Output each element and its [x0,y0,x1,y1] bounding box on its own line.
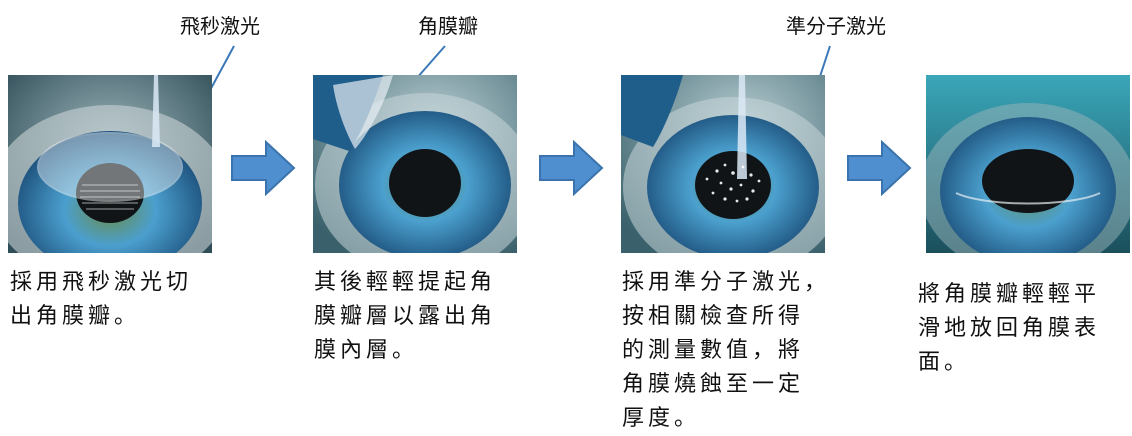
caption-line: 其後輕輕提起角 [314,270,497,295]
femtosecond-laser-label: 飛秒激光 [180,14,260,38]
caption-line: 按相關檢查所得 [622,304,805,330]
caption-line: 將角膜瓣輕輕平 [918,282,1101,307]
step-1-caption: 採用飛秒激光切 出角膜瓣。 [10,266,225,334]
corneal-flap-label: 角膜瓣 [418,14,478,38]
step-1-image [8,75,212,253]
step-3-image [621,75,825,253]
excimer-laser-label: 準分子激光 [786,14,886,38]
eye-femtosecond-laser-icon [8,75,212,253]
step-4-image [926,75,1130,253]
right-arrow-icon [230,138,298,198]
eye-flap-replaced-icon [926,75,1130,253]
right-arrow-icon [538,138,606,198]
caption-line: 的測量數值，將 [622,338,805,364]
right-arrow-icon [846,138,914,198]
eye-flap-lifted-icon [313,75,517,253]
step-2-image [313,75,517,253]
step-2-caption: 其後輕輕提起角 膜瓣層以露出角 膜內層。 [314,266,529,368]
caption-line: 出角膜瓣。 [10,304,141,330]
step-3-caption: 採用準分子激光， 按相關檢查所得 的測量數值，將 角膜燒蝕至一定 厚度。 [622,266,847,436]
caption-line: 角膜燒蝕至一定 [622,372,805,398]
lasik-procedure-diagram: 飛秒激光 角膜瓣 準分子激光 [8,14,1130,431]
step-4-caption: 將角膜瓣輕輕平 滑地放回角膜表 面。 [918,278,1130,380]
caption-line: 採用飛秒激光切 [10,270,193,295]
caption-line: 厚度。 [622,406,701,432]
caption-line: 滑地放回角膜表 [918,316,1101,342]
caption-line: 膜瓣層以露出角 [314,304,497,330]
caption-line: 膜內層。 [314,338,419,364]
caption-line: 面。 [918,350,971,376]
eye-excimer-laser-icon [621,75,825,253]
caption-line: 採用準分子激光， [622,270,831,295]
